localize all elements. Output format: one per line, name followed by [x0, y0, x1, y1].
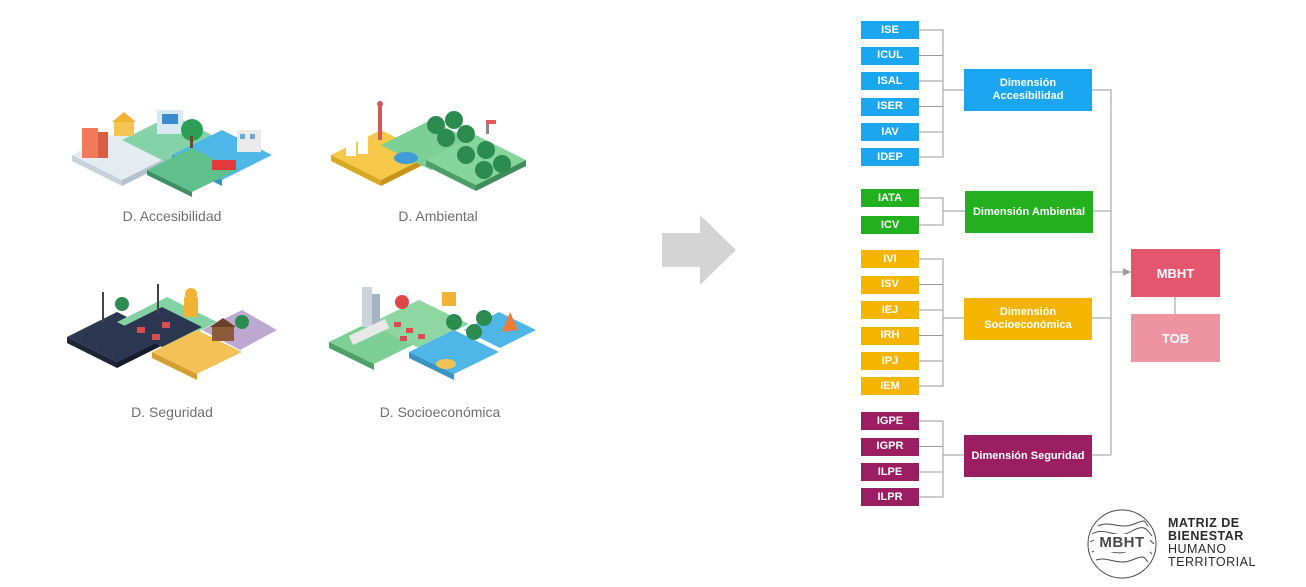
- logo-line-4: TERRITORIAL: [1168, 555, 1256, 569]
- indicator-ise: ISE: [861, 21, 919, 39]
- indicator-igpr: IGPR: [861, 437, 919, 456]
- indicator-iser: ISER: [861, 97, 919, 116]
- accesibilidad-caption: D. Accesibilidad: [122, 208, 222, 224]
- socioeconomica-illustration: [324, 282, 539, 387]
- indicator-icul: ICUL: [861, 46, 919, 65]
- mbht-box: MBHT: [1131, 249, 1220, 297]
- accesibilidad-illustration: [62, 100, 282, 200]
- dimension-socioeconomica: Dimensión Socioeconómica: [964, 298, 1092, 340]
- indicator-icv: ICV: [861, 216, 919, 234]
- dimension-accesibilidad-label: Dimensión Accesibilidad: [992, 77, 1064, 102]
- indicator-iej: IEJ: [861, 301, 919, 319]
- mbht-logo: MBHT: [1086, 508, 1158, 585]
- indicator-ipj: IPJ: [861, 352, 919, 370]
- tob-box: TOB: [1131, 314, 1220, 362]
- indicator-iata: IATA: [861, 189, 919, 207]
- logo-badge: MBHT: [1099, 534, 1145, 551]
- dimension-accesibilidad: Dimensión Accesibilidad: [964, 69, 1092, 111]
- dimension-socioeconomica-label: Dimensión Socioeconómica: [984, 306, 1072, 331]
- dimension-ambiental: Dimensión Ambiental: [965, 191, 1093, 233]
- indicator-isv: ISV: [861, 275, 919, 294]
- logo-line-3: HUMANO: [1168, 542, 1227, 556]
- seguridad-illustration: [62, 282, 282, 387]
- dimension-seguridad: Dimensión Seguridad: [964, 435, 1092, 477]
- ambiental-illustration: [326, 100, 536, 200]
- indicator-ilpe: ILPE: [861, 463, 919, 481]
- logo-wordmark: MATRIZ DE BIENESTAR HUMANO TERRITORIAL: [1168, 517, 1256, 569]
- logo-line-2: BIENESTAR: [1168, 529, 1244, 543]
- seguridad-caption: D. Seguridad: [131, 404, 213, 420]
- indicator-iav: IAV: [861, 123, 919, 141]
- indicator-idep: IDEP: [861, 148, 919, 166]
- arrow-right-icon: [662, 215, 736, 290]
- dimension-seguridad-label: Dimensión Seguridad: [971, 449, 1085, 462]
- dimension-ambiental-label: Dimensión Ambiental: [972, 205, 1086, 218]
- indicator-irh: IRH: [861, 326, 919, 345]
- indicator-ilpr: ILPR: [861, 488, 919, 506]
- indicator-isal: ISAL: [861, 72, 919, 90]
- indicator-ivi: IVI: [861, 250, 919, 268]
- socioeconomica-caption: D. Socioeconómica: [379, 404, 501, 420]
- indicator-iem: IEM: [861, 377, 919, 395]
- logo-line-1: MATRIZ DE: [1168, 516, 1240, 530]
- ambiental-caption: D. Ambiental: [398, 208, 478, 224]
- indicator-igpe: IGPE: [861, 412, 919, 430]
